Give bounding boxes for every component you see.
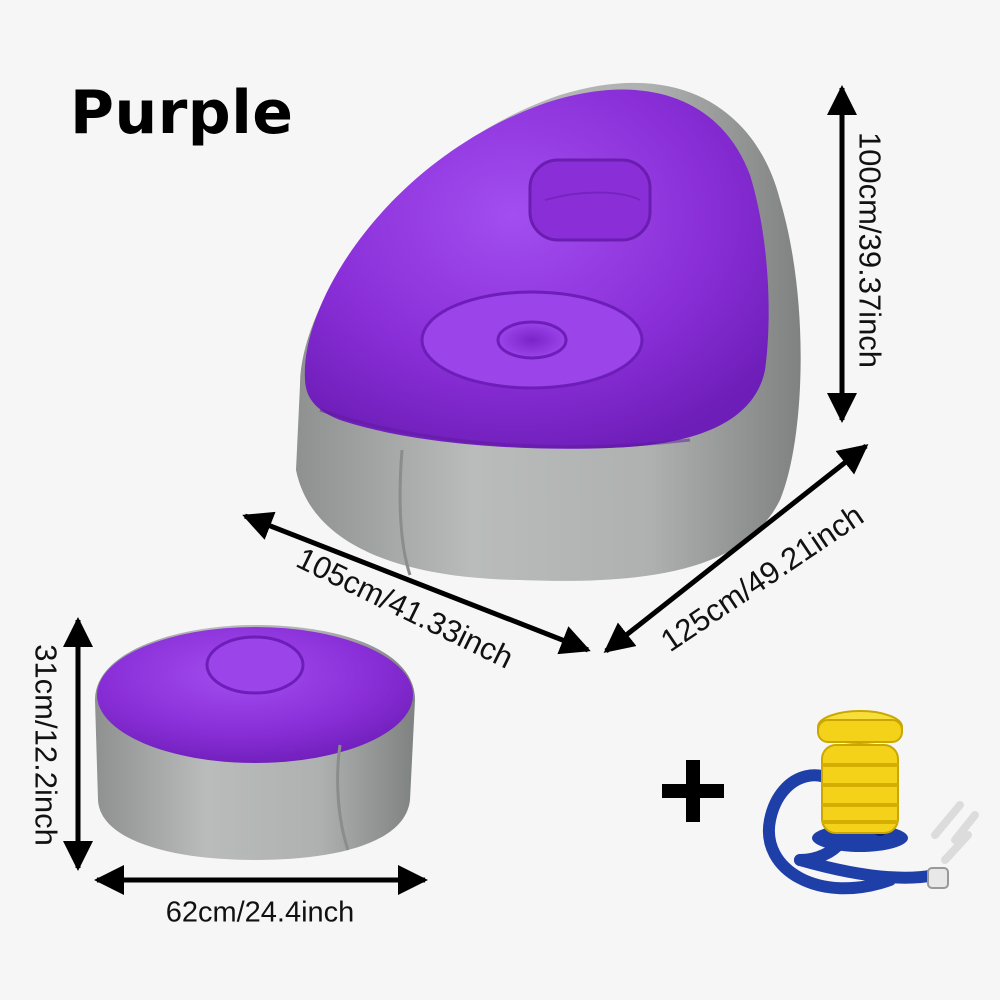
plus-icon	[662, 760, 724, 822]
chair-height-label: 100cm/39.37inch	[852, 131, 888, 369]
pump-icon	[762, 710, 979, 895]
ottoman-height-label: 31cm/12.2inch	[28, 644, 64, 846]
color-title: Purple	[70, 78, 294, 148]
arrow-icon	[63, 85, 869, 895]
inflatable-ottoman	[95, 625, 415, 860]
inflatable-chair	[296, 82, 801, 581]
ottoman-width-label: 62cm/24.4inch	[165, 896, 355, 929]
